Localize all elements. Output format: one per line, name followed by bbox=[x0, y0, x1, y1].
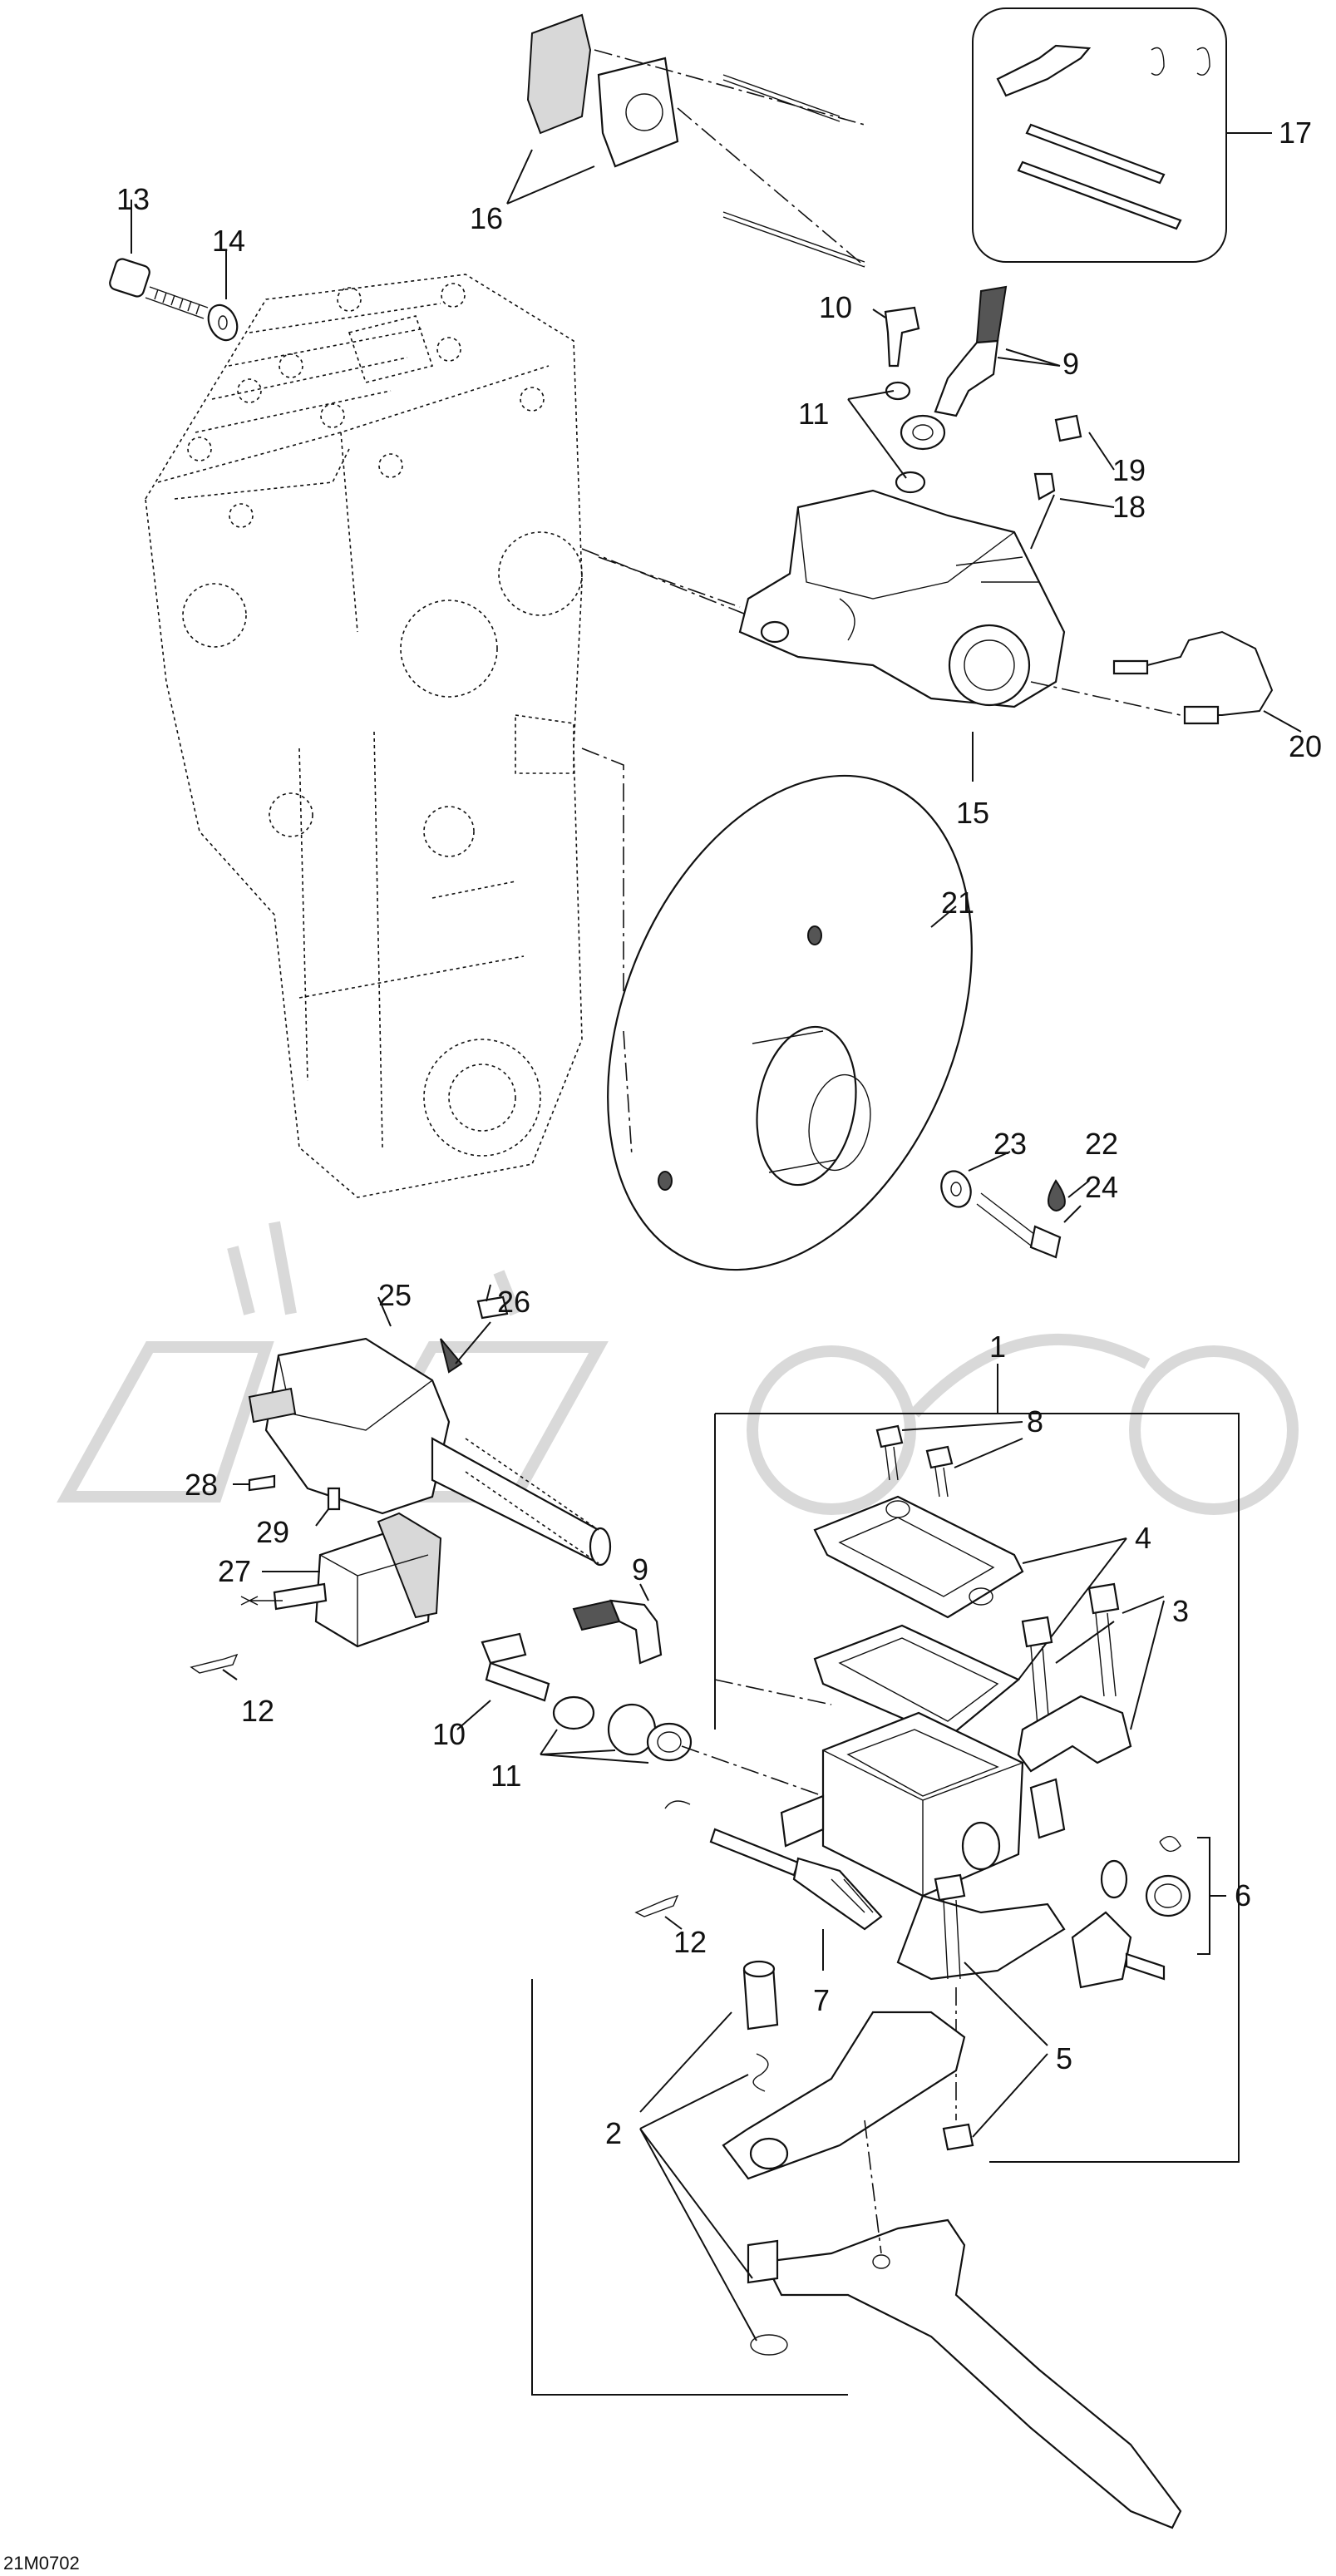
callout-24: 24 bbox=[1085, 1170, 1118, 1204]
bolt-13-washer-14 bbox=[109, 200, 239, 342]
watermark bbox=[57, 1221, 1299, 1515]
callout-9-mid: 9 bbox=[632, 1552, 648, 1587]
callout-9-top: 9 bbox=[1062, 347, 1079, 381]
callout-28: 28 bbox=[185, 1468, 218, 1502]
callout-4: 4 bbox=[1135, 1521, 1151, 1555]
callout-25: 25 bbox=[378, 1278, 412, 1312]
callout-26: 26 bbox=[497, 1285, 530, 1319]
reservoir-cap-4 bbox=[813, 1495, 1127, 1740]
callout-20: 20 bbox=[1289, 729, 1322, 763]
callout-10-top: 10 bbox=[819, 290, 852, 324]
callout-7: 7 bbox=[813, 1983, 830, 2017]
callout-labels: 1 2 3 4 5 6 7 8 9 9 10 10 11 11 12 12 13… bbox=[3, 116, 1322, 2574]
disc-bolt-23-24 bbox=[940, 1151, 1090, 1259]
callout-12-mid: 12 bbox=[673, 1925, 707, 1959]
brake-hose-9-top bbox=[847, 285, 1061, 494]
master-cylinder-box-1 bbox=[531, 1364, 1240, 2396]
master-cylinder-body bbox=[681, 1679, 1066, 1981]
callout-23: 23 bbox=[993, 1127, 1027, 1161]
brake-disc-21 bbox=[607, 774, 973, 1271]
callout-21: 21 bbox=[941, 886, 974, 920]
callout-12-left: 12 bbox=[241, 1694, 274, 1728]
callout-10-mid: 10 bbox=[432, 1717, 466, 1751]
callout-15: 15 bbox=[956, 796, 989, 830]
callout-17: 17 bbox=[1279, 116, 1312, 150]
callout-11-mid: 11 bbox=[491, 1759, 521, 1793]
clamp-3 bbox=[1017, 1582, 1165, 1839]
callout-5: 5 bbox=[1056, 2041, 1072, 2075]
callout-2: 2 bbox=[605, 2116, 622, 2150]
callout-11-top: 11 bbox=[798, 397, 829, 431]
callout-1: 1 bbox=[989, 1330, 1006, 1364]
gearbox-housing bbox=[145, 274, 749, 1198]
diagram-code: 21M0702 bbox=[3, 2553, 80, 2574]
callout-3: 3 bbox=[1172, 1594, 1189, 1628]
screws-8 bbox=[875, 1421, 1023, 1498]
callout-22: 22 bbox=[1085, 1127, 1118, 1161]
pushrod-7 bbox=[634, 1800, 883, 1971]
brake-lever bbox=[639, 1960, 1182, 2529]
brake-pads-16 bbox=[506, 13, 865, 268]
brake-hose-9-middle bbox=[456, 1583, 693, 1764]
pin-kit-17 bbox=[972, 7, 1272, 263]
brake-light-switch-25 bbox=[233, 1284, 612, 1567]
callout-18: 18 bbox=[1112, 490, 1146, 524]
callout-19: 19 bbox=[1112, 453, 1146, 487]
callout-8: 8 bbox=[1027, 1404, 1043, 1439]
callout-13: 13 bbox=[116, 182, 150, 216]
seal-kit-6 bbox=[1071, 1835, 1226, 1989]
callout-14: 14 bbox=[212, 224, 245, 258]
callout-16: 16 bbox=[470, 201, 503, 235]
callout-29: 29 bbox=[256, 1515, 289, 1549]
callout-6: 6 bbox=[1235, 1878, 1251, 1912]
switch-27 bbox=[240, 1512, 442, 1648]
callout-27: 27 bbox=[218, 1554, 251, 1588]
brake-line-20 bbox=[1112, 630, 1302, 733]
brake-caliper-15 bbox=[598, 414, 1181, 782]
clip-12-left bbox=[190, 1653, 239, 1680]
